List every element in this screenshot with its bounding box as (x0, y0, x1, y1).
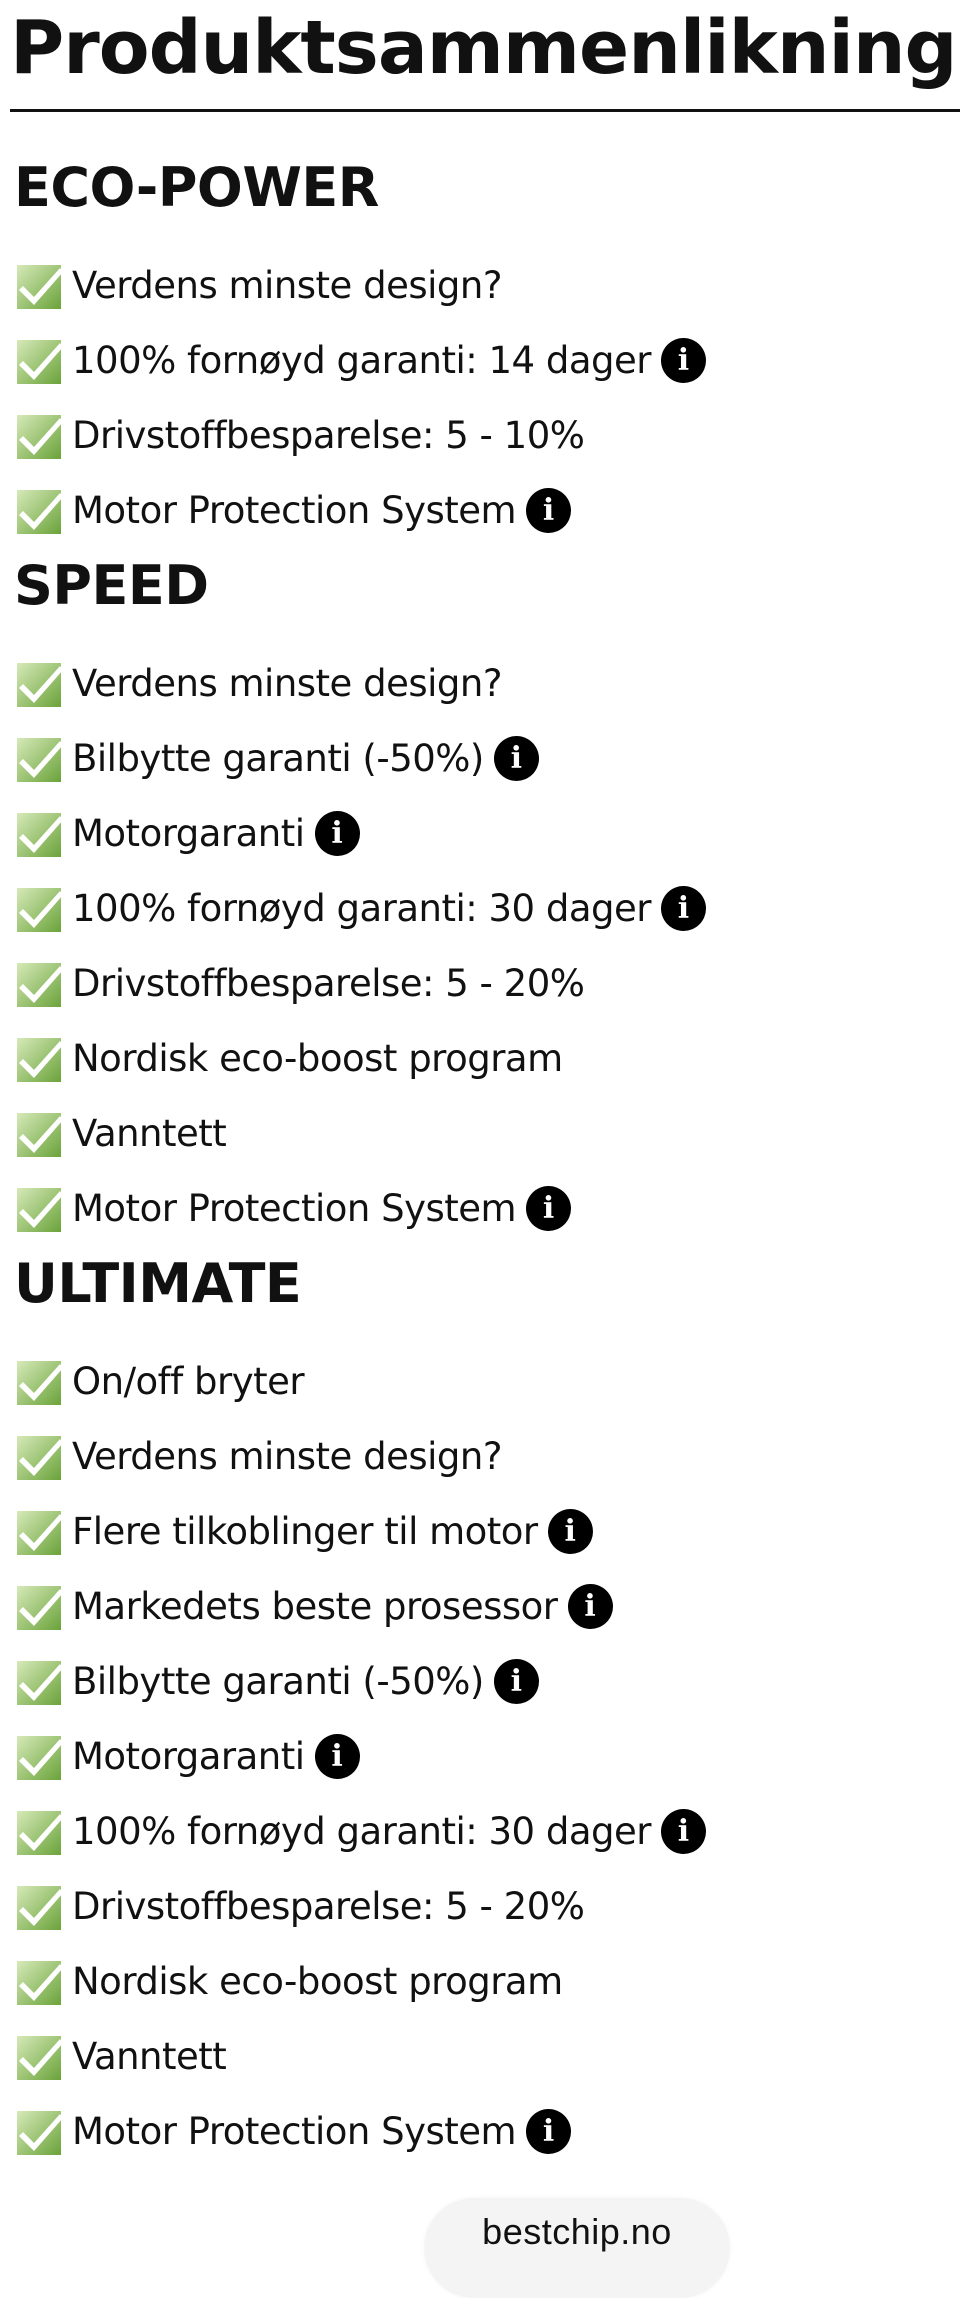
feature-label: Drivstoffbesparelse: 5 - 10% (72, 413, 585, 457)
section-title: ULTIMATE (14, 1252, 302, 1315)
check-mark-icon (16, 1808, 64, 1856)
feature-label: On/off bryter (72, 1359, 305, 1403)
product-sections: ECO-POWER Verdens minste design? 100% forn… (0, 150, 960, 2169)
feature-item: Verdens minste design? (0, 248, 960, 323)
feature-item: Vanntett (0, 1096, 960, 1171)
title-divider (10, 109, 960, 112)
check-mark-icon (16, 487, 64, 535)
feature-item: Bilbytte garanti (-50%)i (0, 721, 960, 796)
feature-label: Verdens minste design? (72, 661, 502, 705)
feature-label: Verdens minste design? (72, 1434, 502, 1478)
feature-list: Verdens minste design? 100% fornøyd garan… (0, 248, 960, 548)
info-icon[interactable]: i (547, 1509, 593, 1554)
feature-item: Nordisk eco-boost program (0, 1021, 960, 1096)
feature-label: Vanntett (72, 1111, 227, 1155)
info-icon[interactable]: i (567, 1584, 613, 1629)
feature-label: Nordisk eco-boost program (72, 1036, 563, 1080)
check-mark-icon (16, 1433, 64, 1481)
check-mark-icon (16, 1883, 64, 1931)
check-mark-icon (16, 1185, 64, 1233)
check-mark-icon (16, 1035, 64, 1083)
info-icon[interactable]: i (493, 736, 539, 781)
info-icon[interactable]: i (526, 1186, 572, 1231)
feature-item: Verdens minste design? (0, 1419, 960, 1494)
check-mark-icon (16, 1508, 64, 1556)
feature-list: Verdens minste design? Bilbytte garanti (… (0, 646, 960, 1246)
info-icon[interactable]: i (660, 1809, 706, 1854)
site-domain: bestchip.no (482, 2211, 672, 2252)
check-mark-icon (16, 810, 64, 858)
feature-item: Bilbytte garanti (-50%)i (0, 1644, 960, 1719)
section-spacer (0, 226, 960, 248)
feature-label: Bilbytte garanti (-50%) (72, 736, 484, 780)
info-icon[interactable]: i (314, 811, 360, 856)
feature-item: Verdens minste design? (0, 646, 960, 721)
feature-item: Vanntett (0, 2019, 960, 2094)
check-mark-icon (16, 412, 64, 460)
check-mark-icon (16, 1958, 64, 2006)
feature-label: Motor Protection System (72, 2109, 517, 2153)
section-spacer (0, 1322, 960, 1344)
page-title: Produktsammenlikning (10, 5, 958, 91)
check-mark-icon (16, 1658, 64, 1706)
feature-label: Motorgaranti (72, 811, 305, 855)
feature-label: 100% fornøyd garanti: 30 dager (72, 1809, 651, 1853)
feature-label: Vanntett (72, 2034, 227, 2078)
check-mark-icon (16, 1583, 64, 1631)
section-spacer (0, 624, 960, 646)
feature-label: Markedets beste prosessor (72, 1584, 558, 1628)
url-pill[interactable]: bestchip.no (424, 2198, 730, 2298)
check-mark-icon (16, 735, 64, 783)
check-mark-icon (16, 660, 64, 708)
section-title: SPEED (14, 554, 209, 617)
info-icon[interactable]: i (526, 2109, 572, 2154)
check-mark-icon (16, 2033, 64, 2081)
feature-label: Verdens minste design? (72, 263, 502, 307)
feature-item: Drivstoffbesparelse: 5 - 20% (0, 946, 960, 1021)
check-mark-icon (16, 2108, 64, 2156)
feature-label: Motor Protection System (72, 1186, 517, 1230)
check-mark-icon (16, 1110, 64, 1158)
feature-item: Nordisk eco-boost program (0, 1944, 960, 2019)
info-icon[interactable]: i (526, 488, 572, 533)
check-mark-icon (16, 1358, 64, 1406)
feature-label: Bilbytte garanti (-50%) (72, 1659, 484, 1703)
feature-item: On/off bryter (0, 1344, 960, 1419)
info-icon[interactable]: i (314, 1734, 360, 1779)
feature-label: Drivstoffbesparelse: 5 - 20% (72, 961, 585, 1005)
check-mark-icon (16, 1733, 64, 1781)
feature-item: Drivstoffbesparelse: 5 - 20% (0, 1869, 960, 1944)
feature-label: Drivstoffbesparelse: 5 - 20% (72, 1884, 585, 1928)
check-mark-icon (16, 337, 64, 385)
feature-item: Drivstoffbesparelse: 5 - 10% (0, 398, 960, 473)
feature-label: Motorgaranti (72, 1734, 305, 1778)
feature-label: Flere tilkoblinger til motor (72, 1509, 538, 1553)
info-icon[interactable]: i (493, 1659, 539, 1704)
section-title: ECO-POWER (14, 156, 379, 219)
feature-label: Motor Protection System (72, 488, 517, 532)
check-mark-icon (16, 262, 64, 310)
check-mark-icon (16, 960, 64, 1008)
feature-label: 100% fornøyd garanti: 14 dager (72, 338, 651, 382)
info-icon[interactable]: i (660, 338, 706, 383)
check-mark-icon (16, 885, 64, 933)
feature-label: 100% fornøyd garanti: 30 dager (72, 886, 651, 930)
feature-label: Nordisk eco-boost program (72, 1959, 563, 2003)
info-icon[interactable]: i (660, 886, 706, 931)
